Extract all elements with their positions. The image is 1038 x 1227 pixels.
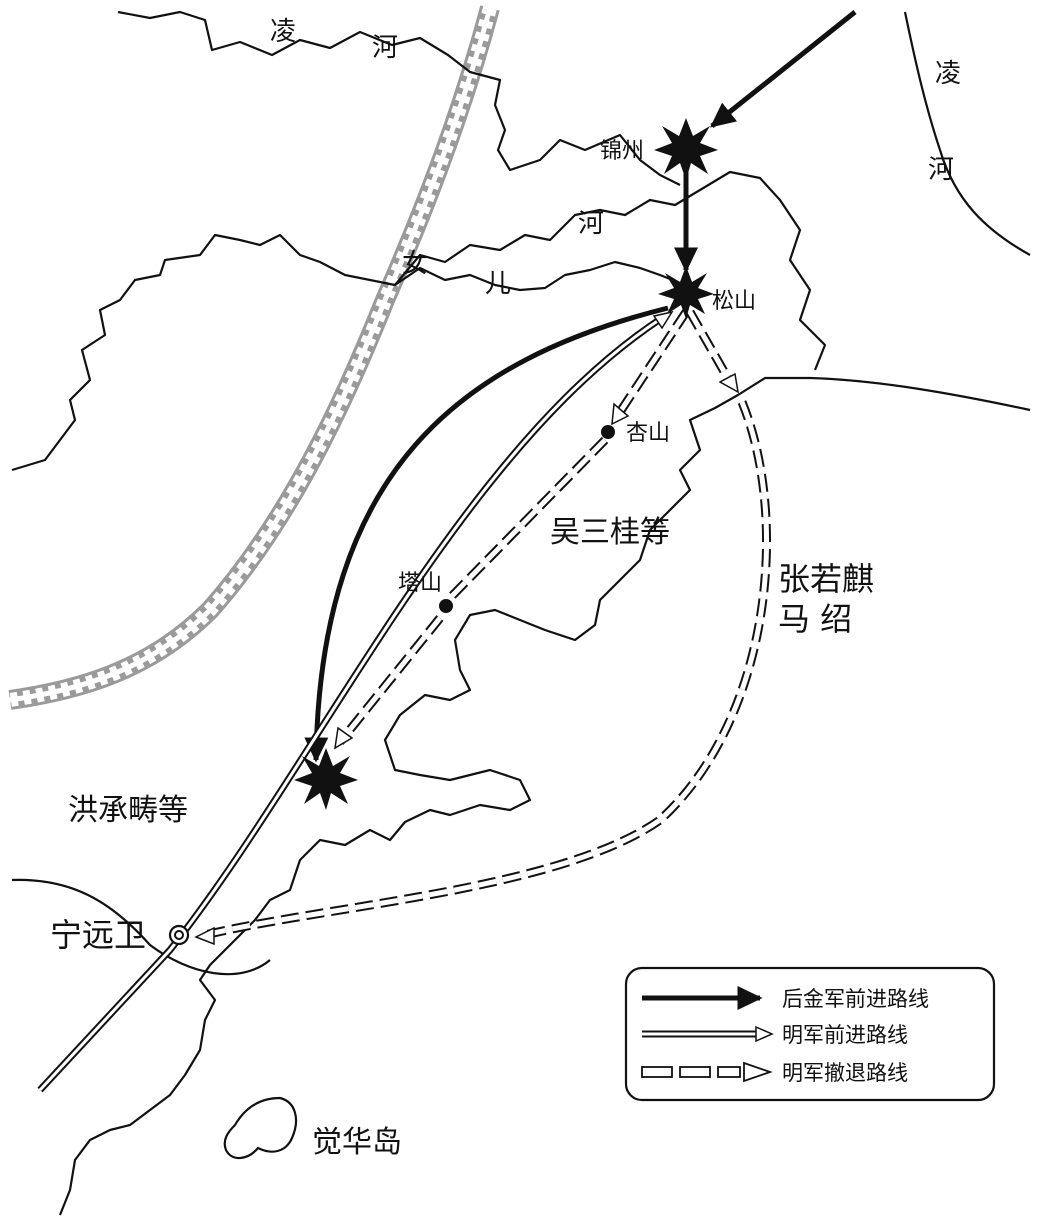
- place-juehuadao: 觉华岛: [312, 1125, 402, 1160]
- battle-burst-hong: [294, 748, 358, 810]
- river-label-er: 儿: [485, 269, 511, 299]
- river-label-ling-2: 凌: [935, 59, 961, 89]
- ningyuanwei-marker: [168, 924, 190, 946]
- commander-wu-sangui: 吴三桂等: [550, 515, 670, 550]
- place-songshan: 松山: [712, 289, 756, 314]
- nuer-river: [11, 233, 686, 472]
- river-label-he-3: 河: [578, 209, 604, 239]
- route-ming-advance: [37, 315, 664, 1093]
- river-north-bank: [394, 170, 827, 371]
- great-wall: [8, 5, 500, 710]
- river-label-nu: 女: [402, 249, 428, 279]
- legend: 后金军前进路线 明军前进路线 明军撤退路线: [624, 966, 996, 1102]
- place-tashan: 塔山: [398, 571, 442, 596]
- river-label-ling-1: 凌: [270, 17, 296, 47]
- place-ningyuanwei: 宁远卫: [50, 916, 146, 954]
- commander-ma-shao: 马 绍: [778, 600, 852, 638]
- daling-river-west: [117, 10, 681, 186]
- place-jinzhou: 锦州: [600, 139, 644, 164]
- place-xingshan: 杏山: [626, 421, 670, 446]
- juehua-island: [223, 1096, 298, 1160]
- coastline: [58, 376, 1031, 1216]
- legend-swatch-outline: [642, 1025, 774, 1043]
- coastline-west: [11, 878, 271, 976]
- xingshan-dot: [601, 425, 615, 439]
- battle-burst-songshan: [658, 266, 714, 319]
- daling-river-east: [903, 11, 1031, 256]
- commander-zhang-ruoqi: 张若麒: [778, 560, 874, 598]
- legend-label-ming-retreat: 明军撤退路线: [782, 1061, 908, 1085]
- route-later-jin-3: [304, 305, 669, 763]
- legend-swatch-dashed: [641, 1061, 773, 1083]
- river-label-he-1: 河: [372, 33, 398, 63]
- battle-burst-jinzhou: [654, 118, 718, 180]
- legend-label-ming-advance: 明军前进路线: [782, 1023, 908, 1047]
- legend-label-later-jin: 后金军前进路线: [782, 987, 929, 1011]
- tashan-dot: [439, 599, 453, 613]
- route-ming-retreat-east: [203, 309, 771, 940]
- commander-hong-chengchou: 洪承畴等: [68, 793, 188, 828]
- routes: [37, 10, 857, 1093]
- river-label-he-2: 河: [928, 155, 954, 185]
- route-later-jin-1: [710, 10, 857, 128]
